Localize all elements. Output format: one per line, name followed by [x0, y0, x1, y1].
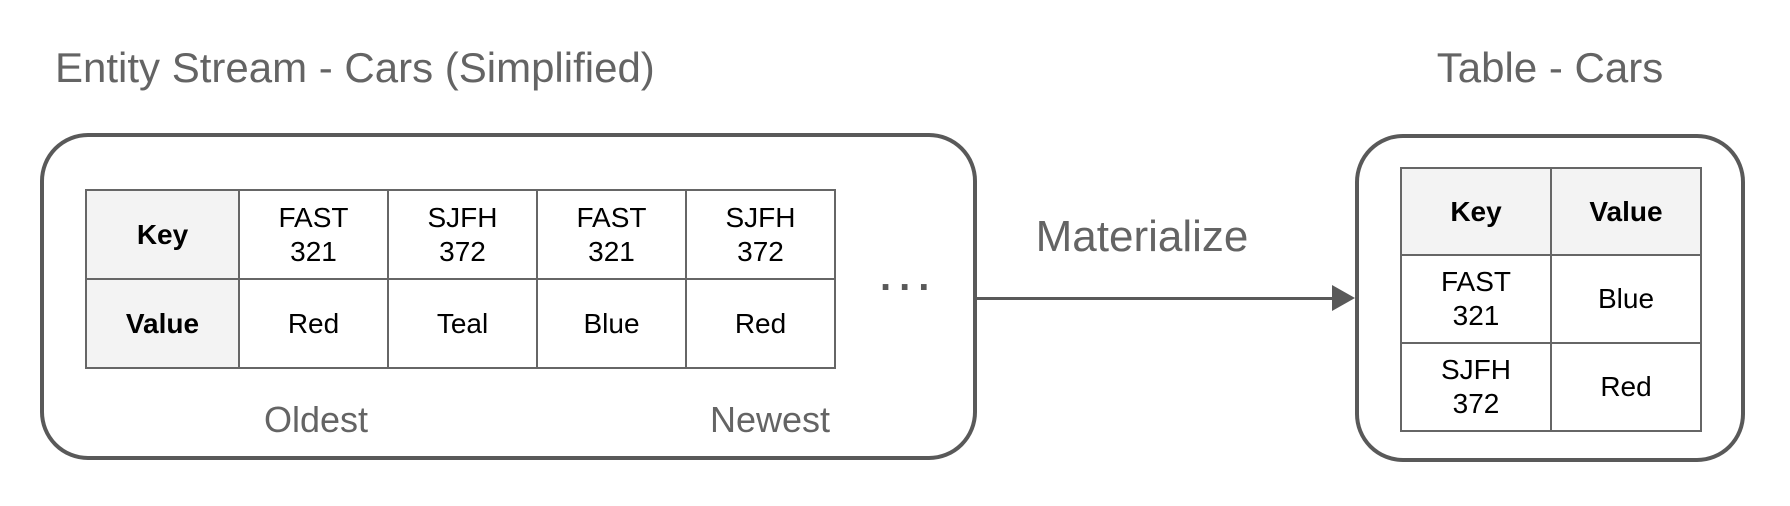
cars-key-cell: FAST 321 — [1400, 254, 1552, 344]
stream-key-row: Key FAST 321 SJFH 372 FAST 321 SJFH 372 — [85, 189, 836, 280]
stream-value-cell: Red — [238, 278, 389, 369]
cars-table-header-row: Key Value — [1400, 167, 1702, 256]
oldest-label: Oldest — [263, 399, 369, 440]
cars-key-header: Key — [1400, 167, 1552, 256]
stream-key-cell: SJFH 372 — [387, 189, 538, 280]
stream-key-cell: SJFH 372 — [685, 189, 836, 280]
cars-table-row: SJFH 372 Red — [1400, 342, 1702, 432]
stream-value-cell: Blue — [536, 278, 687, 369]
materialize-arrow-line — [977, 297, 1335, 300]
stream-value-cell: Red — [685, 278, 836, 369]
materialize-label: Materialize — [1035, 212, 1249, 261]
stream-value-cell: Teal — [387, 278, 538, 369]
cars-key-cell: SJFH 372 — [1400, 342, 1552, 432]
stream-value-row: Value Red Teal Blue Red — [85, 278, 836, 369]
entity-stream-table: Key FAST 321 SJFH 372 FAST 321 SJFH 372 … — [85, 189, 836, 369]
cars-value-cell: Blue — [1550, 254, 1702, 344]
table-cars-title: Table - Cars — [1436, 44, 1664, 91]
arrow-right-head-icon — [1332, 285, 1355, 311]
cars-value-header: Value — [1550, 167, 1702, 256]
stream-key-cell: FAST 321 — [238, 189, 389, 280]
entity-stream-container: Key FAST 321 SJFH 372 FAST 321 SJFH 372 … — [40, 133, 977, 460]
cars-table-row: FAST 321 Blue — [1400, 254, 1702, 344]
table-cars-container: Key Value FAST 321 Blue SJFH 372 Red — [1355, 134, 1745, 462]
stream-continues-ellipsis: ... — [880, 255, 938, 299]
cars-value-cell: Red — [1550, 342, 1702, 432]
newest-label: Newest — [709, 399, 831, 440]
stream-key-cell: FAST 321 — [536, 189, 687, 280]
cars-table: Key Value FAST 321 Blue SJFH 372 Red — [1400, 167, 1702, 432]
entity-stream-title: Entity Stream - Cars (Simplified) — [55, 44, 655, 91]
stream-key-row-header: Key — [85, 189, 240, 280]
stream-value-row-header: Value — [85, 278, 240, 369]
